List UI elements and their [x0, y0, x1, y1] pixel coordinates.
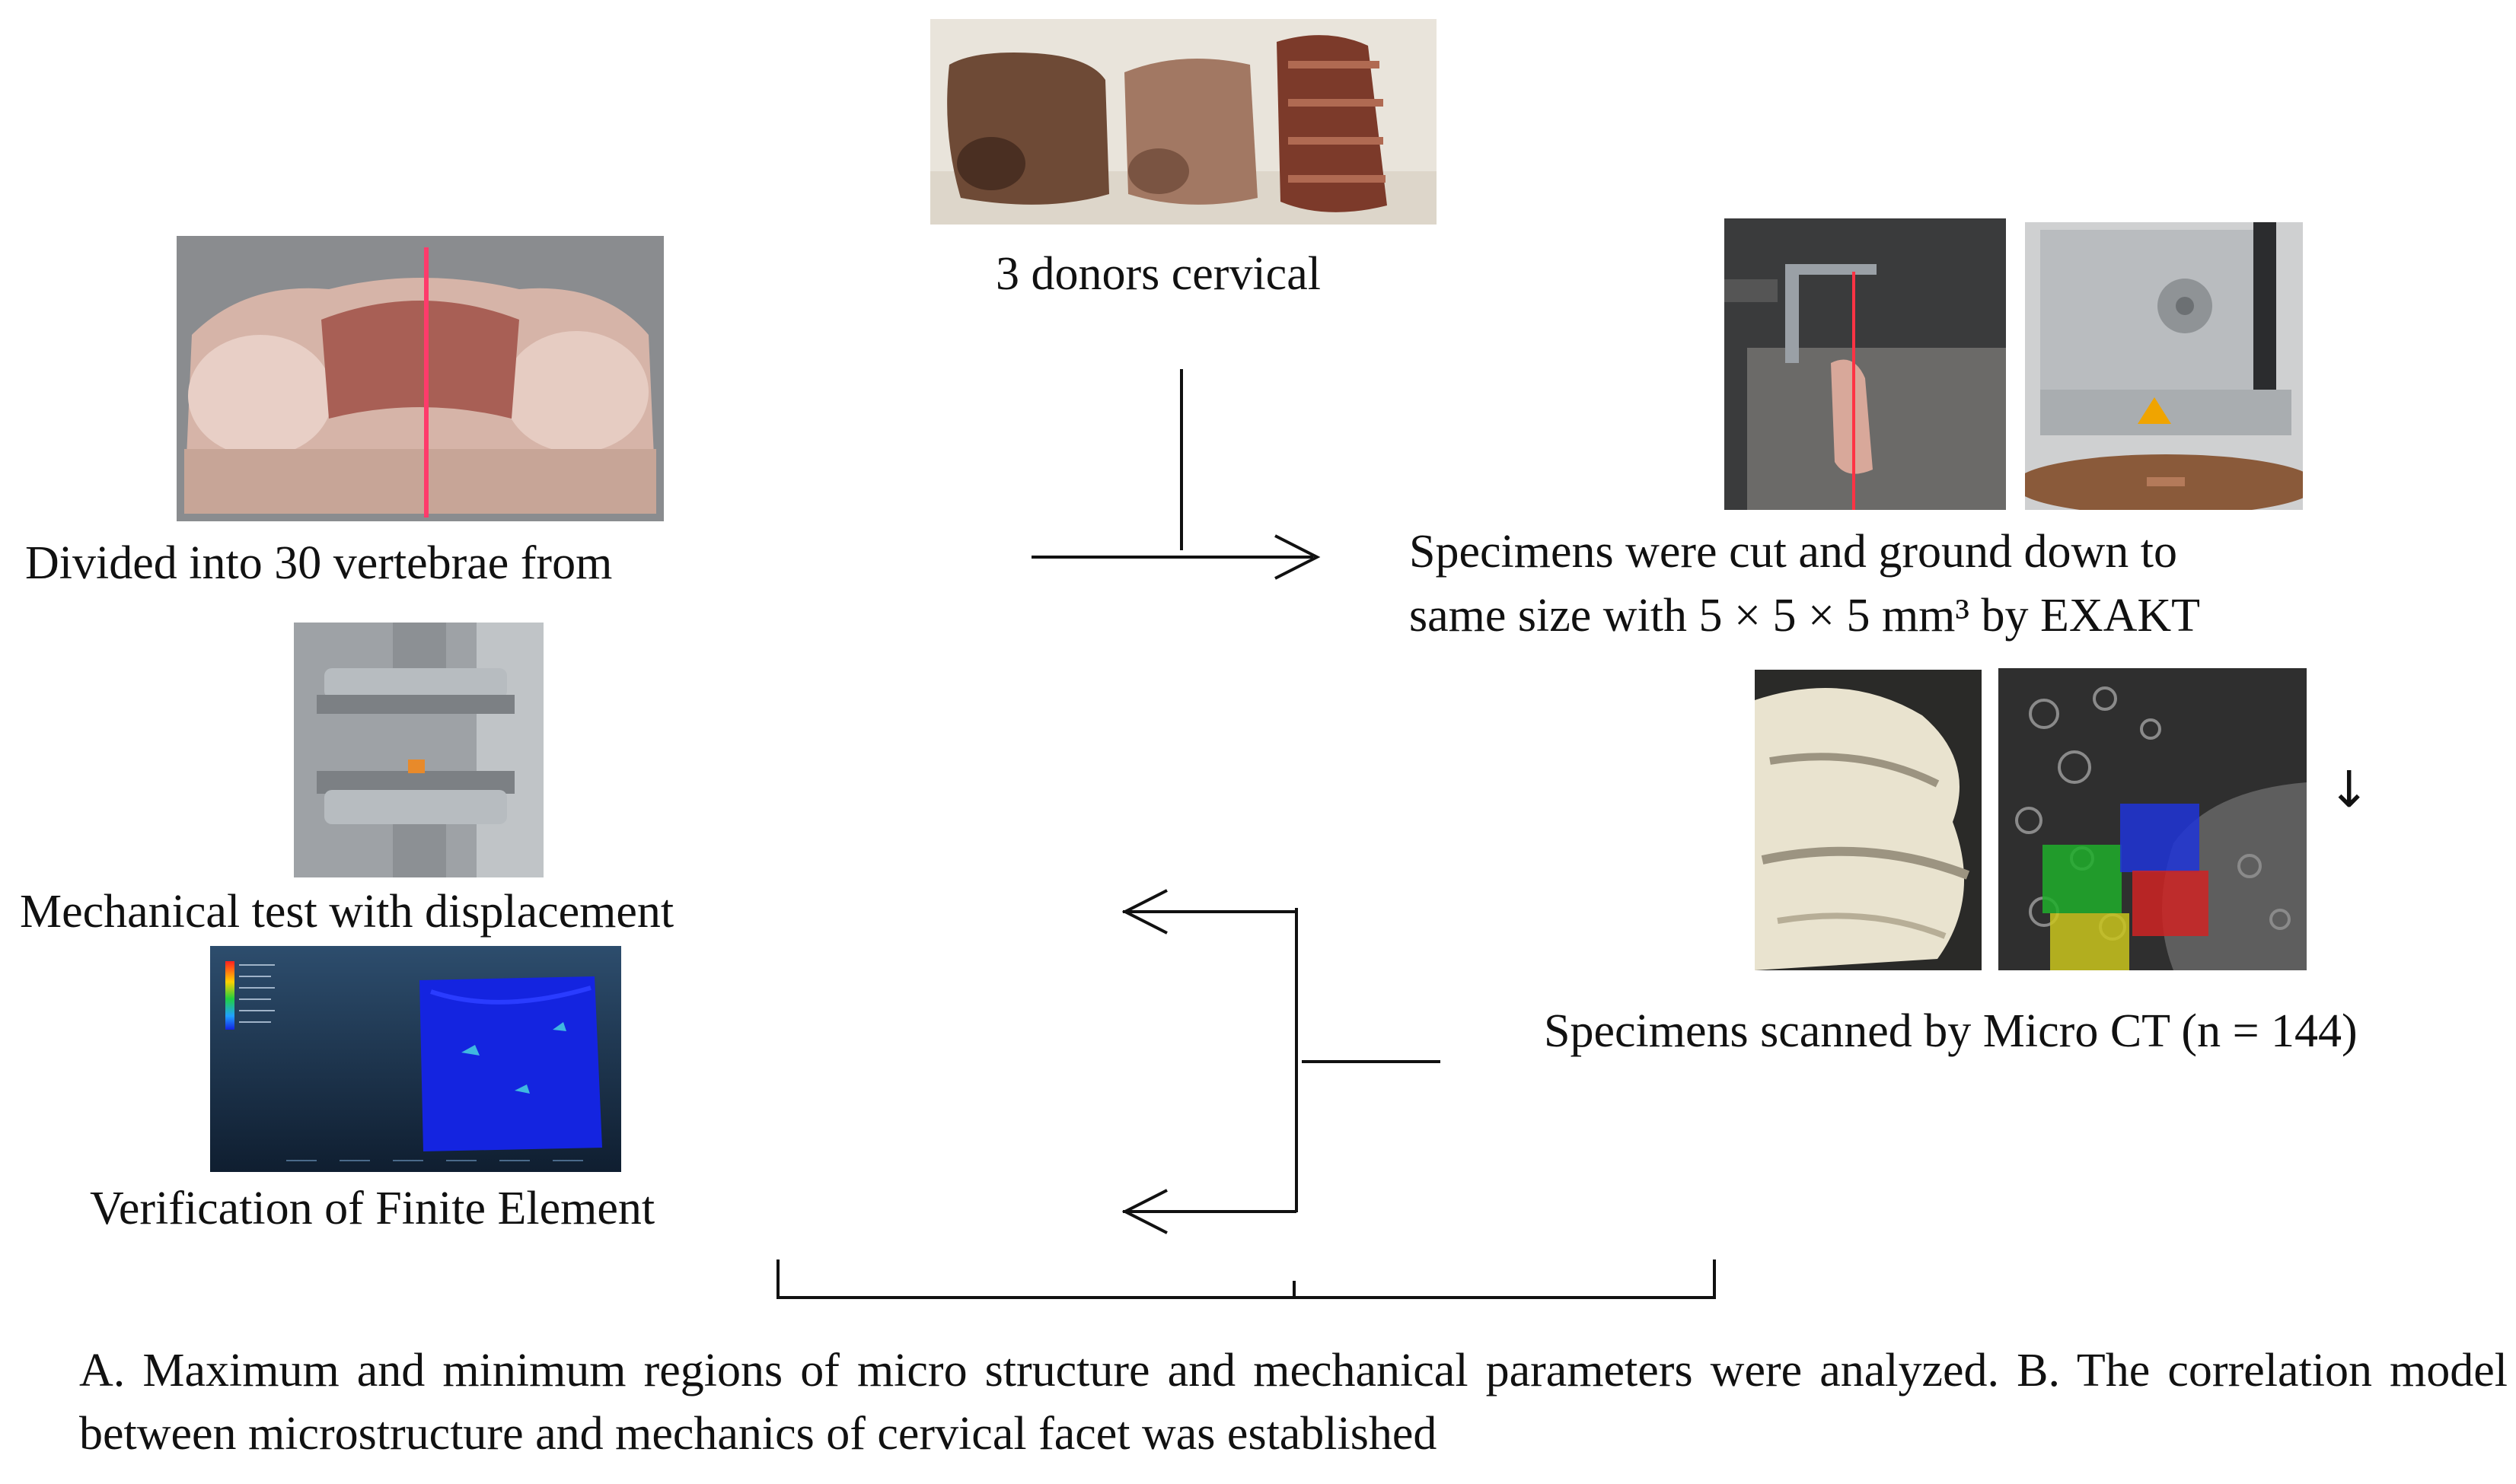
arrowhead-to-fe — [1121, 1189, 1168, 1234]
label-cut-line1: Specimens were cut and ground down to — [1409, 526, 2177, 578]
caption-text: A. Maximum and minimum regions of micro … — [79, 1345, 2508, 1460]
arrowhead-to-mechanical — [1121, 889, 1168, 935]
bracket-bottom — [776, 1259, 1716, 1299]
label-finite-element: Verification of Finite Element — [90, 1183, 655, 1234]
cutting-photo — [1724, 218, 2006, 510]
small-down-arrow: ↓ — [2328, 760, 2371, 819]
finite-element-photo — [210, 946, 621, 1172]
label-scanned: Specimens scanned by Micro CT (n = 144) — [1544, 1005, 2358, 1057]
mechanical-test-photo — [294, 623, 544, 877]
microct-slice-photo — [1998, 668, 2307, 970]
exakt-machine-photo — [2025, 222, 2303, 510]
vertebra-photo — [177, 236, 664, 521]
donor-spines-photo — [930, 19, 1437, 225]
label-divided: Divided into 30 vertebrae from — [25, 537, 613, 589]
label-cut-line2: same size with 5 × 5 × 5 mm³ by EXAKT — [1409, 590, 2201, 642]
label-mechanical: Mechanical test with displacement — [20, 886, 674, 938]
arrowhead-to-cutting — [1274, 534, 1321, 580]
microct-3d-photo — [1755, 670, 1982, 970]
label-donors: 3 donors cervical — [996, 248, 1321, 300]
